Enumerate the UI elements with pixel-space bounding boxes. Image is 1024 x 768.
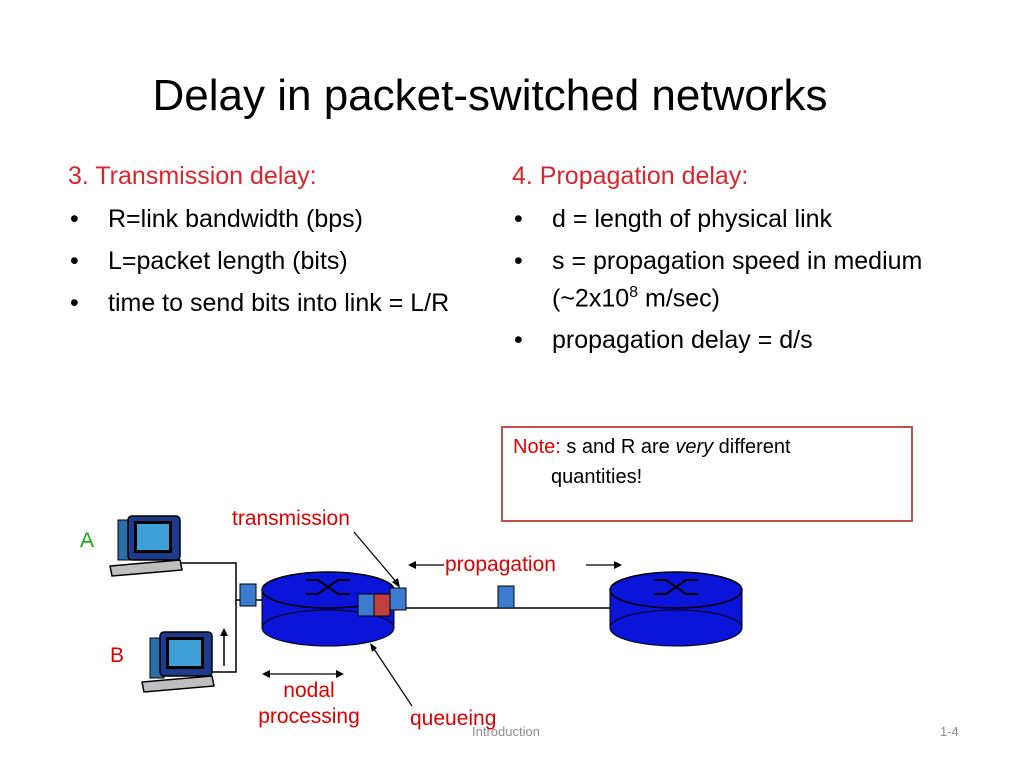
bullet-icon: • [70, 289, 79, 317]
slide-title: Delay in packet-switched networks [152, 71, 828, 120]
exponent: 8 [629, 284, 639, 301]
transmission-delay-list: •R=link bandwidth (bps) •L=packet length… [68, 203, 468, 319]
propagation-delay-heading: 4. Propagation delay: [512, 162, 749, 190]
propagation-delay-list: •d = length of physical link •s = propag… [512, 203, 932, 356]
bullet-icon: • [70, 205, 79, 233]
host-b-label: B [110, 644, 125, 667]
computer-icon-host-b [141, 631, 215, 693]
bullet-icon: • [514, 247, 523, 275]
queued-packet-icon [357, 593, 375, 617]
host-a-label: A [80, 529, 95, 552]
link-b [212, 600, 237, 673]
list-item: •d = length of physical link [514, 205, 833, 233]
transmission-label: transmission [232, 507, 350, 530]
router-icon-2 [609, 571, 743, 647]
queueing-label: queueing [410, 707, 497, 730]
list-item: •s = propagation speed in medium (~2x108… [514, 247, 923, 313]
transmission-delay-heading: 3. Transmission delay: [68, 162, 317, 190]
list-item: •time to send bits into link = L/R [70, 289, 450, 317]
note-label: Note: [513, 436, 561, 458]
transmitting-packet-icon [389, 587, 407, 611]
page-number: 1-4 [940, 724, 959, 739]
bullet-icon: • [514, 205, 523, 233]
transmission-pointer [353, 531, 399, 585]
list-item: •R=link bandwidth (bps) [70, 205, 363, 233]
propagation-delay-section: 4. Propagation delay: •d = length of phy… [512, 160, 932, 366]
computer-icon-host-a [109, 515, 183, 577]
packet-icon [239, 583, 257, 607]
list-item: •propagation delay = d/s [514, 326, 813, 355]
propagation-label: propagation [445, 553, 556, 576]
queueing-pointer [371, 645, 413, 707]
nodal-processing-label: nodal processing [258, 679, 360, 728]
footer-title: Introduction [472, 724, 540, 739]
bullet-icon: • [70, 247, 79, 275]
propagating-packet-icon [497, 585, 515, 609]
transmission-delay-section: 3. Transmission delay: •R=link bandwidth… [68, 160, 468, 329]
bullet-icon: • [514, 326, 523, 355]
queued-packet-icon [373, 593, 391, 617]
list-item: •L=packet length (bits) [70, 247, 348, 275]
